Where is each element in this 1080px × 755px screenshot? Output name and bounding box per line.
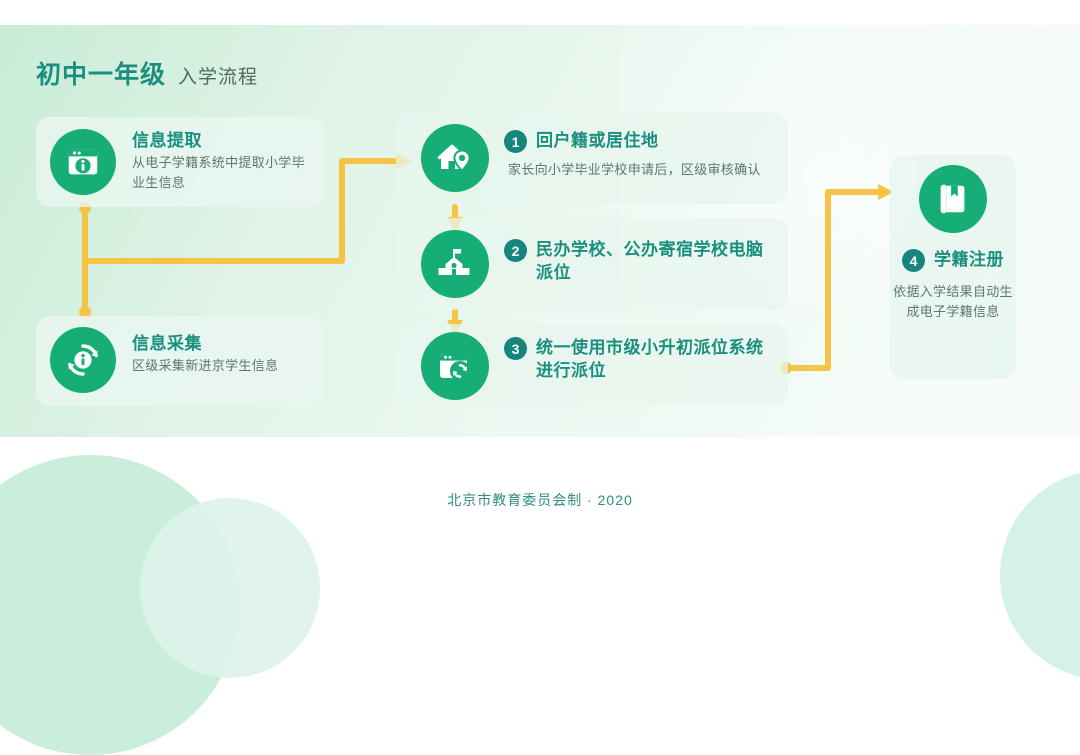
card-step-1-text: 1 回户籍或居住地 家长向小学毕业学校申请后，区级审核确认: [504, 129, 780, 180]
step-badge: 2: [504, 239, 527, 262]
card-title: 信息采集: [132, 334, 202, 353]
card-step-4-text: 4 学籍注册 依据入学结果自动生成电子学籍信息: [890, 248, 1016, 322]
browser-info-glyph: [68, 149, 98, 175]
browser-refresh-icon: [421, 332, 489, 400]
step-header: 2 民办学校、公办寄宿学校电脑派位: [504, 238, 774, 285]
home-location-glyph: [437, 144, 471, 172]
book-bookmark-icon: [919, 165, 987, 233]
footer-credit: 北京市教育委员会制 · 2020: [447, 492, 633, 508]
step-description: 家长向小学毕业学校申请后，区级审核确认: [508, 162, 761, 177]
refresh-info-glyph: [68, 344, 98, 376]
card-step-2-text: 2 民办学校、公办寄宿学校电脑派位: [504, 238, 774, 285]
card-info-extraction-text: 信息提取 从电子学籍系统中提取小学毕业生信息: [132, 130, 317, 193]
home-location-icon: [421, 124, 489, 192]
card-step-3-text: 3 统一使用市级小升初派位系统进行派位: [504, 336, 774, 383]
step-title: 学籍注册: [934, 250, 1004, 269]
book-bookmark-glyph: [940, 184, 965, 214]
card-description: 区级采集新进京学生信息: [132, 357, 279, 373]
step-badge: 4: [902, 249, 925, 272]
decorative-circle-small: [140, 498, 320, 678]
step-title: 民办学校、公办寄宿学校电脑派位: [536, 240, 764, 283]
title-sub: 入学流程: [178, 67, 259, 88]
browser-refresh-glyph: [440, 354, 470, 381]
browser-info-icon: [50, 129, 116, 195]
step-title: 回户籍或居住地: [536, 131, 659, 150]
step-header: 4 学籍注册: [890, 248, 1016, 272]
card-description: 从电子学籍系统中提取小学毕业生信息: [132, 154, 305, 191]
infographic-root: 初中一年级 入学流程: [0, 25, 1080, 755]
school-building-icon: [421, 230, 489, 298]
card-title: 信息提取: [132, 131, 202, 150]
step-badge: 1: [504, 130, 527, 153]
title-main: 初中一年级: [36, 61, 167, 89]
step-description: 依据入学结果自动生成电子学籍信息: [893, 284, 1013, 320]
school-building-glyph: [438, 249, 470, 275]
refresh-info-icon: [50, 327, 116, 393]
step-header: 3 统一使用市级小升初派位系统进行派位: [504, 336, 774, 383]
step-title: 统一使用市级小升初派位系统进行派位: [536, 338, 764, 381]
step-header: 1 回户籍或居住地: [504, 129, 780, 153]
card-info-collection-text: 信息采集 区级采集新进京学生信息: [132, 333, 317, 376]
step-badge: 3: [504, 337, 527, 360]
page-title: 初中一年级 入学流程: [36, 55, 258, 91]
